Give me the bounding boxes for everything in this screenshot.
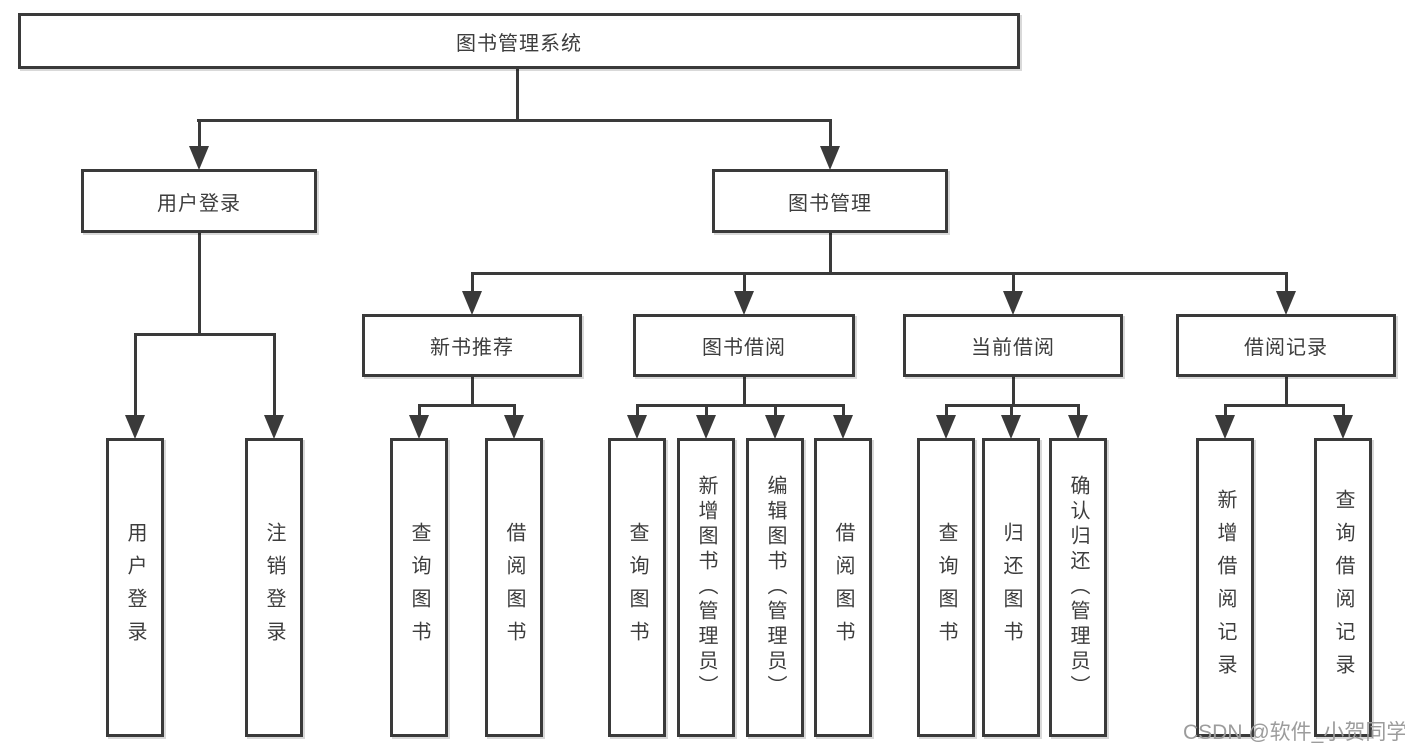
arrowhead-down-icon <box>936 415 956 439</box>
leaf-user-login-label: 用户登录 <box>124 521 146 654</box>
leaf-query-books-label: 查询图书 <box>626 521 648 654</box>
leaf-query-books: 查询图书 <box>608 438 666 737</box>
node-current-borrowing: 当前借阅 <box>903 314 1123 377</box>
node-borrow-records: 借阅记录 <box>1176 314 1396 377</box>
node-root-label: 图书管理系统 <box>456 32 582 55</box>
arrowhead-down-icon <box>1333 415 1353 439</box>
leaf-borrow-books: 借阅图书 <box>814 438 872 737</box>
leaf-return-books: 归还图书 <box>982 438 1040 737</box>
leaf-user-login: 用户登录 <box>106 438 164 737</box>
node-current-borrowing-label: 当前借阅 <box>971 337 1055 359</box>
arrowhead-down-icon <box>696 415 716 439</box>
arrowhead-down-icon <box>125 415 145 439</box>
arrowhead-down-icon <box>264 415 284 439</box>
node-user-login: 用户登录 <box>81 169 317 233</box>
connector-line <box>1012 272 1015 292</box>
leaf-logout: 注销登录 <box>245 438 303 737</box>
connector-line <box>471 376 474 406</box>
node-user-login-label: 用户登录 <box>157 192 241 215</box>
connector-line <box>705 404 708 417</box>
arrowhead-down-icon <box>504 415 524 439</box>
node-book-borrowing: 图书借阅 <box>633 314 855 377</box>
leaf-query-books-label: 查询图书 <box>935 521 957 654</box>
connector-line <box>197 119 832 122</box>
connector-line <box>1342 404 1345 417</box>
connector-line <box>134 333 137 416</box>
connector-line <box>743 376 746 406</box>
leaf-borrow-books: 借阅图书 <box>485 438 543 737</box>
connector-line <box>774 404 777 417</box>
connector-line <box>1077 404 1080 417</box>
node-new-book-recommend: 新书推荐 <box>362 314 582 377</box>
leaf-query-books: 查询图书 <box>917 438 975 737</box>
connector-line <box>743 272 746 292</box>
connector-line <box>829 119 832 148</box>
connector-line <box>513 404 516 417</box>
arrowhead-down-icon <box>189 146 209 170</box>
arrowhead-down-icon <box>409 415 429 439</box>
node-new-book-recommend-label: 新书推荐 <box>430 337 514 359</box>
connector-line <box>1224 404 1227 417</box>
leaf-query-books-label: 查询图书 <box>408 521 430 654</box>
arrowhead-down-icon <box>820 146 840 170</box>
connector-line <box>471 272 474 292</box>
node-book-management: 图书管理 <box>712 169 948 233</box>
leaf-logout-label: 注销登录 <box>263 521 285 654</box>
arrowhead-down-icon <box>734 291 754 315</box>
connector-line <box>945 404 948 417</box>
csdn-watermark: CSDN @软件_小贺同学 <box>1183 721 1405 744</box>
leaf-add-borrow-record-label: 新增借阅记录 <box>1214 488 1236 687</box>
node-borrow-records-label: 借阅记录 <box>1244 337 1328 359</box>
connector-line <box>471 272 1288 275</box>
node-book-borrowing-label: 图书借阅 <box>702 337 786 359</box>
connector-line <box>418 404 516 407</box>
connector-line <box>198 232 201 336</box>
arrowhead-down-icon <box>1215 415 1235 439</box>
arrowhead-down-icon <box>1276 291 1296 315</box>
connector-line <box>418 404 421 417</box>
connector-line <box>636 404 639 417</box>
node-book-management-label: 图书管理 <box>788 192 872 215</box>
connector-line <box>829 232 832 275</box>
arrowhead-down-icon <box>1068 415 1088 439</box>
connector-line <box>1010 404 1013 417</box>
leaf-add-borrow-record: 新增借阅记录 <box>1196 438 1254 737</box>
leaf-borrow-books-label: 借阅图书 <box>503 521 525 654</box>
connector-line <box>1224 404 1344 407</box>
leaf-edit-books-admin-label: 编辑图书（管理员） <box>764 475 786 700</box>
connector-line <box>134 333 276 336</box>
arrowhead-down-icon <box>833 415 853 439</box>
leaf-add-books-admin: 新增图书（管理员） <box>677 438 735 737</box>
connector-line <box>516 68 519 121</box>
leaf-query-borrow-record-label: 查询借阅记录 <box>1332 488 1354 687</box>
connector-line <box>842 404 845 417</box>
leaf-add-books-admin-label: 新增图书（管理员） <box>695 475 717 700</box>
connector-line <box>1285 376 1288 406</box>
arrowhead-down-icon <box>765 415 785 439</box>
connector-line <box>636 404 844 407</box>
arrowhead-down-icon <box>627 415 647 439</box>
leaf-query-books: 查询图书 <box>390 438 448 737</box>
leaf-query-borrow-record: 查询借阅记录 <box>1314 438 1372 737</box>
leaf-confirm-return-admin: 确认归还（管理员） <box>1049 438 1107 737</box>
connector-line <box>273 333 276 416</box>
connector-line <box>1285 272 1288 292</box>
leaf-borrow-books-label: 借阅图书 <box>832 521 854 654</box>
leaf-confirm-return-admin-label: 确认归还（管理员） <box>1067 475 1089 700</box>
connector-line <box>198 119 201 148</box>
arrowhead-down-icon <box>1003 291 1023 315</box>
arrowhead-down-icon <box>462 291 482 315</box>
connector-line <box>1012 376 1015 406</box>
node-root: 图书管理系统 <box>18 13 1020 69</box>
leaf-return-books-label: 归还图书 <box>1000 521 1022 654</box>
arrowhead-down-icon <box>1001 415 1021 439</box>
leaf-edit-books-admin: 编辑图书（管理员） <box>746 438 804 737</box>
